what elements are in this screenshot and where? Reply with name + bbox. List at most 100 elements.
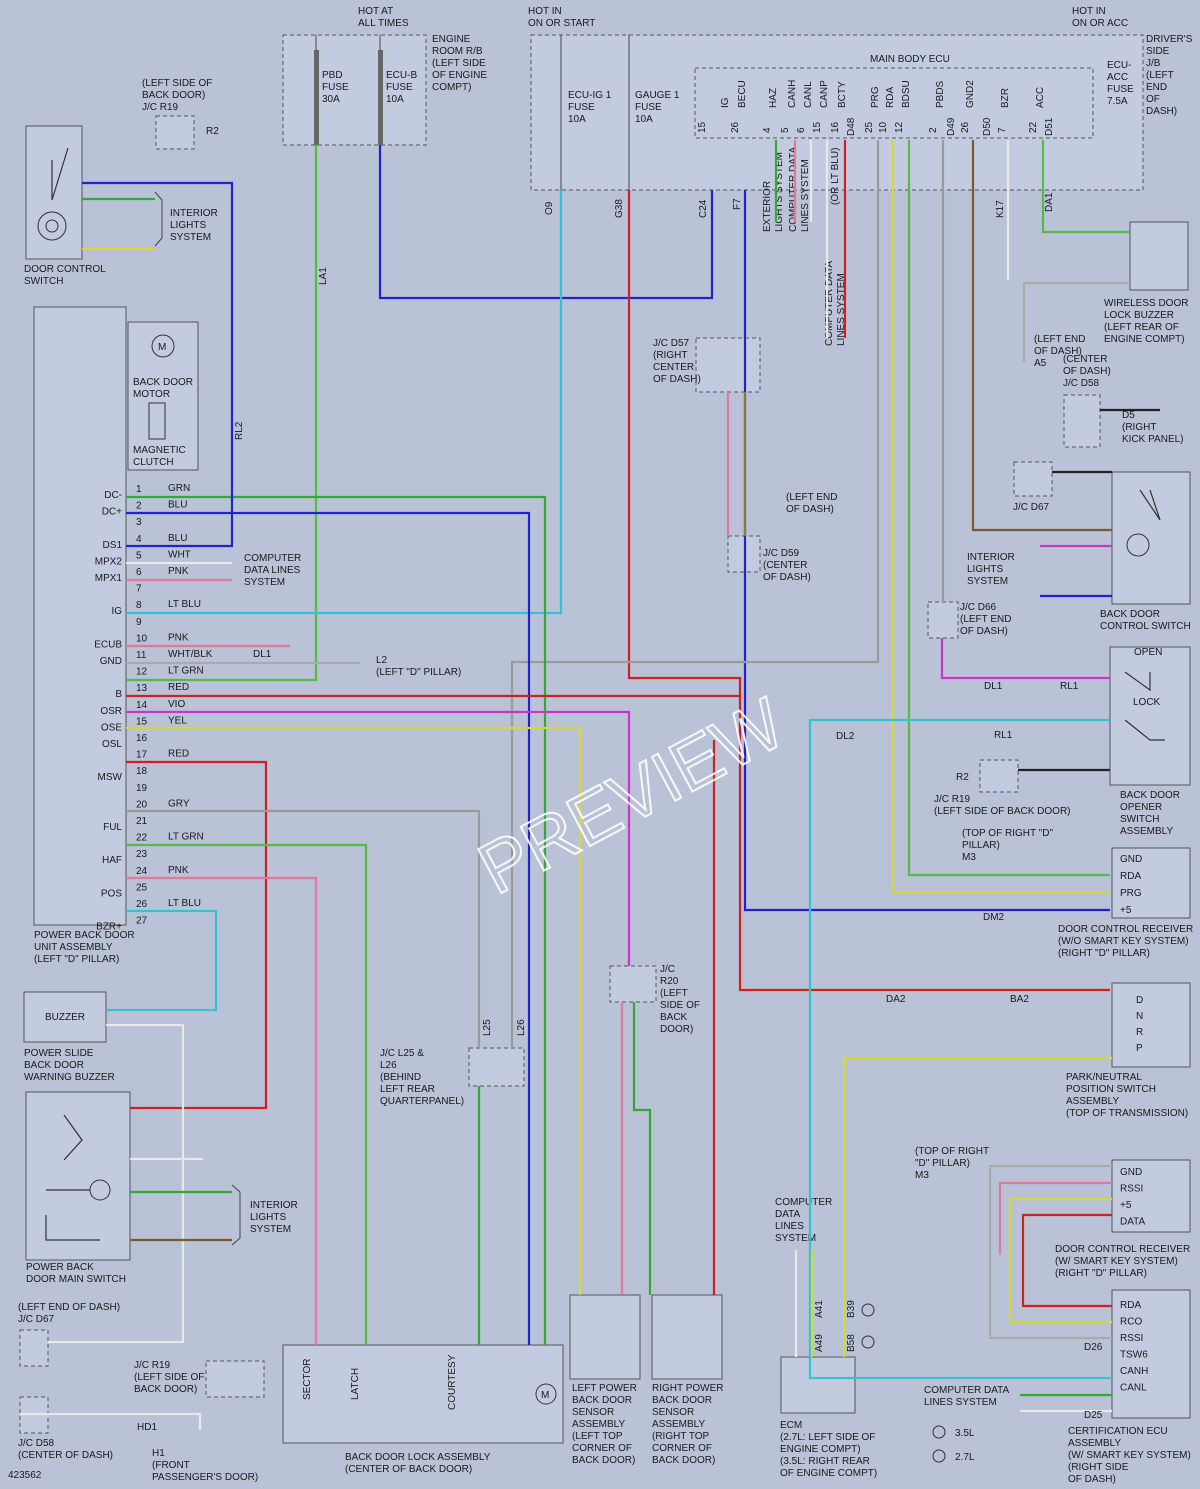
conn-c24: C24 xyxy=(698,199,709,218)
wire-38 xyxy=(126,809,481,1048)
unit-wire-tag-13: VIO xyxy=(168,699,185,710)
lock-label: LOCK xyxy=(1133,697,1161,708)
unit-pin-num-18: 19 xyxy=(136,783,148,794)
conn-d51: D51 xyxy=(1044,117,1055,136)
wire-1 xyxy=(378,145,714,300)
unit-pin-num-23: 24 xyxy=(136,866,148,877)
wire-4 xyxy=(743,190,1110,912)
dcr-w-pin-0: GND xyxy=(1120,1167,1142,1178)
hd1-label: HD1 xyxy=(137,1422,157,1433)
wire-27 xyxy=(82,181,234,548)
unit-pin-9: ECUB xyxy=(94,639,122,650)
wire-40 xyxy=(126,876,318,1345)
unit-pin-num-10: 11 xyxy=(136,650,147,661)
conn-rl1-a: RL1 xyxy=(994,730,1013,741)
wire-2 xyxy=(126,190,563,615)
jc-d67-left-label: (LEFT END OF DASH)J/C D67 xyxy=(18,1302,120,1325)
wire-37 xyxy=(126,760,268,1110)
back-door-lock-assembly: SECTOR LATCH COURTESY M BACK DOOR LOCK A… xyxy=(282,1344,564,1475)
conn-l25: L25 xyxy=(482,1019,493,1036)
ecu-pin-num-11: 26 xyxy=(960,121,971,133)
preview-watermark: PREVIEW xyxy=(466,683,797,910)
jc-d58-center-label: J/C D58(CENTER OF DASH) xyxy=(18,1438,113,1461)
lock-assembly-label: BACK DOOR LOCK ASSEMBLY(CENTER OF BACK D… xyxy=(345,1452,491,1475)
ecu-pin-5: CANP xyxy=(819,80,830,108)
unit-pin-15: OSL xyxy=(102,739,122,750)
conn-d50: D50 xyxy=(982,117,993,136)
r2-jc-r19-label: J/C R19(LEFT SIDE OF BACK DOOR) xyxy=(934,794,1071,817)
comp-data-lines2-label: COMPUTER DATALINES SYSTEM xyxy=(824,260,847,346)
wire-12 xyxy=(907,140,1110,877)
conn-b39: B39 xyxy=(846,1300,857,1318)
unit-pin-num-12: 13 xyxy=(136,683,148,694)
unit-wire-tag-16: RED xyxy=(168,749,189,760)
wire-25 xyxy=(126,495,547,1345)
main-body-ecu-label: MAIN BODY ECU xyxy=(870,54,950,65)
dcr-w-pin-3: DATA xyxy=(1120,1217,1146,1228)
unit-pin-num-20: 21 xyxy=(136,816,148,827)
unit-pin-5: MPX1 xyxy=(95,573,123,584)
cert-pin-2: RSSI xyxy=(1120,1333,1143,1344)
unit-wire-tag-1: BLU xyxy=(168,500,187,511)
unit-pin-14: OSE xyxy=(101,722,122,733)
conn-dm2: DM2 xyxy=(983,912,1005,923)
unit-wire-tag-11: LT GRN xyxy=(168,666,204,677)
wire-layer xyxy=(20,140,1160,1430)
unit-wire-tag-21: LT GRN xyxy=(168,832,204,843)
conn-f7: F7 xyxy=(732,198,743,210)
unit-pin-3: DS1 xyxy=(103,540,123,551)
unit-pin-num-3: 4 xyxy=(136,534,142,545)
unit-wire-tag-0: GRN xyxy=(168,483,190,494)
unit-pin-1: DC+ xyxy=(102,507,122,518)
dcr-pin-2: PRG xyxy=(1120,888,1142,899)
door-control-receiver-w: (TOP OF RIGHT"D" PILLAR)M3 DOOR CONTROL … xyxy=(915,1146,1191,1279)
wire-23 xyxy=(808,718,1112,1380)
unit-wire-tag-9: PNK xyxy=(168,632,189,643)
dcr-w-label: DOOR CONTROL RECEIVER(W/ SMART KEY SYSTE… xyxy=(1055,1244,1190,1279)
unit-pin-num-22: 23 xyxy=(136,849,148,860)
comp-data-lines-label: COMPUTER DATALINES SYSTEM xyxy=(788,146,811,232)
unit-pin-num-6: 7 xyxy=(136,584,142,595)
wire-53 xyxy=(988,1164,1112,1340)
wire-3 xyxy=(627,190,1110,992)
unit-pin-22: HAF xyxy=(102,855,122,866)
ecu-pin-9: BDSU xyxy=(901,80,912,108)
unit-pin-num-13: 14 xyxy=(136,700,148,711)
wire-56 xyxy=(1021,1213,1112,1308)
wire-22 xyxy=(940,638,1110,680)
cert-pin-5: CANL xyxy=(1120,1383,1147,1394)
wire-35 xyxy=(126,710,631,966)
cert-pin-0: RDA xyxy=(1120,1300,1141,1311)
ecu-pin-8: RDA xyxy=(885,87,896,108)
ecu-pin-1: BECU xyxy=(737,80,748,108)
unit-pin-num-15: 16 xyxy=(136,733,148,744)
unit-pin-20: FUL xyxy=(103,822,122,833)
wire-41 xyxy=(106,909,218,1012)
